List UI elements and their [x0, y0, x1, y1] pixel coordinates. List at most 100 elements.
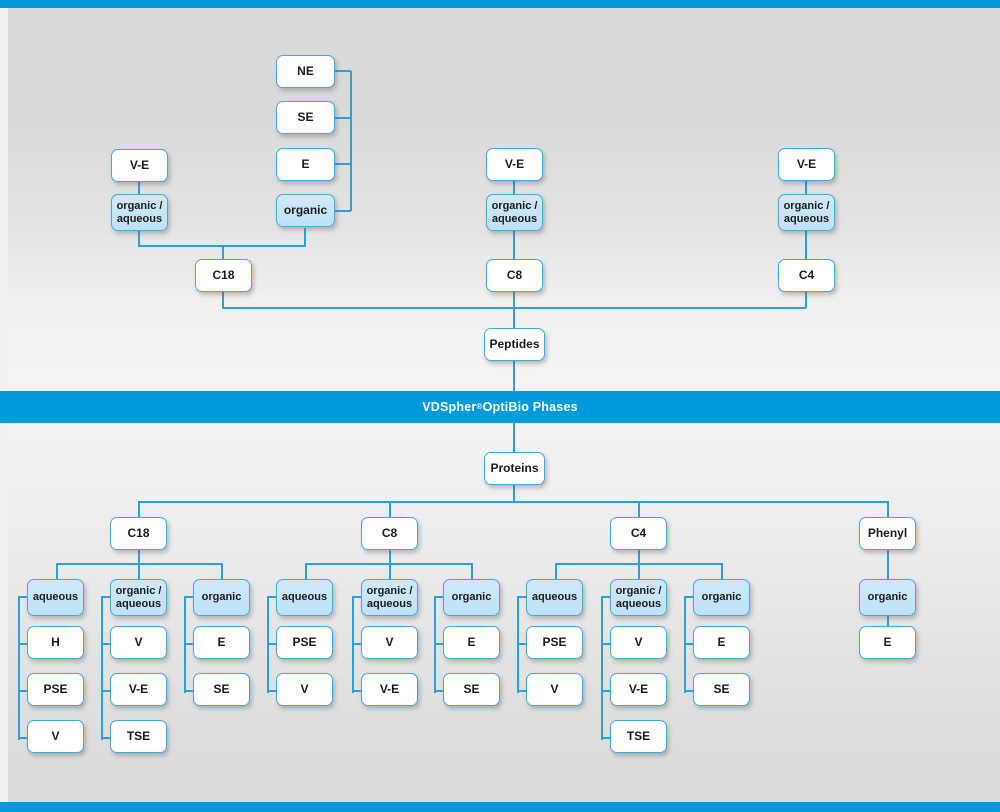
connector-e [335, 163, 351, 165]
node-proteins-phase-phenyl[interactable]: Phenyl [859, 517, 916, 550]
c4-aq-stub-0 [517, 596, 527, 598]
node-peptides-c18-organic-aqueous[interactable]: organic / aqueous [111, 194, 168, 231]
c8-oa-stub-0 [352, 596, 362, 598]
node-c4-aq-v[interactable]: V [526, 673, 583, 706]
banner-text-after: OptiBio Phases [482, 400, 578, 414]
c18-oa-stub-0 [101, 596, 111, 598]
c4-oa-stub-3 [601, 737, 611, 739]
c18-oa-stub-2 [101, 690, 111, 692]
c18-o-stub-1 [184, 643, 194, 645]
node-c4-aq-pse[interactable]: PSE [526, 626, 583, 659]
proteins-stem [513, 485, 515, 502]
node-c18-organic[interactable]: organic [193, 579, 250, 616]
node-c4-oa-v[interactable]: V [610, 626, 667, 659]
peptides-stem [513, 307, 515, 329]
c4-oa-stub-1 [601, 643, 611, 645]
drop-prot-c18 [138, 501, 140, 517]
c4-aqueous-rail [517, 597, 519, 693]
node-phenyl-o-e[interactable]: E [859, 626, 916, 659]
node-c18-aq-v[interactable]: V [27, 720, 84, 753]
node-c18-oa-ve[interactable]: V-E [110, 673, 167, 706]
c18-aq-stub-3 [18, 737, 28, 739]
connector-ve-orgaq-right [805, 180, 807, 195]
node-proteins-phase-c8[interactable]: C8 [361, 517, 418, 550]
banner-text-before: VDSpher [422, 400, 477, 414]
drop-c18 [222, 292, 224, 308]
node-c18-o-se[interactable]: SE [193, 673, 250, 706]
node-proteins-phase-c18[interactable]: C18 [110, 517, 167, 550]
peptides-to-banner [513, 361, 515, 392]
c18-peptide-stem [222, 245, 224, 260]
c8-aq-stub-1 [267, 643, 277, 645]
node-c4-organic-aqueous[interactable]: organic / aqueous [610, 579, 667, 616]
node-proteins-root[interactable]: Proteins [484, 452, 545, 485]
node-c4-organic[interactable]: organic [693, 579, 750, 616]
c18-aq-stub-0 [18, 596, 28, 598]
node-peptides-c18-organic[interactable]: organic [276, 194, 335, 227]
node-c8-aq-pse[interactable]: PSE [276, 626, 333, 659]
node-peptides-c4-ve[interactable]: V-E [778, 148, 835, 181]
node-peptides-e[interactable]: E [276, 148, 335, 181]
c8-aq-stub-0 [267, 596, 277, 598]
node-c8-organic-aqueous[interactable]: organic / aqueous [361, 579, 418, 616]
node-peptides-phase-c4[interactable]: C4 [778, 259, 835, 292]
c4-aq-stub-2 [517, 690, 527, 692]
node-proteins-phase-c4[interactable]: C4 [610, 517, 667, 550]
node-c4-aqueous[interactable]: aqueous [526, 579, 583, 616]
node-peptides-phase-c8[interactable]: C8 [486, 259, 543, 292]
c18-group-stem [138, 550, 140, 564]
node-peptides-root[interactable]: Peptides [484, 328, 545, 361]
banner-to-proteins [513, 422, 515, 453]
c8-o-stub-2 [434, 690, 444, 692]
connector-ve-orgaq-mid [513, 180, 515, 195]
node-c4-o-e[interactable]: E [693, 626, 750, 659]
bottom-accent-bar [0, 802, 1000, 812]
node-c18-oa-v[interactable]: V [110, 626, 167, 659]
drop-prot-c4 [638, 501, 640, 517]
c4-oa-stub-2 [601, 690, 611, 692]
node-c8-o-e[interactable]: E [443, 626, 500, 659]
c8-drop-organic [471, 563, 473, 579]
node-c18-aq-h[interactable]: H [27, 626, 84, 659]
node-c18-organic-aqueous[interactable]: organic / aqueous [110, 579, 167, 616]
node-c18-oa-tse[interactable]: TSE [110, 720, 167, 753]
c4-drop-aqueous [555, 563, 557, 579]
node-c8-aqueous[interactable]: aqueous [276, 579, 333, 616]
c18-oa-stub-1 [101, 643, 111, 645]
connector-orgaq-c8 [513, 231, 515, 260]
drop-organic-left [304, 228, 306, 246]
product-banner: VDSpher® OptiBio Phases [0, 391, 1000, 423]
connector-orgaq-c4 [805, 231, 807, 260]
node-peptides-c18-ve[interactable]: V-E [111, 149, 168, 182]
node-peptides-c8-ve[interactable]: V-E [486, 148, 543, 181]
c18-o-stub-0 [184, 596, 194, 598]
peptide-organic-rail [350, 71, 352, 211]
node-c4-oa-ve[interactable]: V-E [610, 673, 667, 706]
node-c18-aqueous[interactable]: aqueous [27, 579, 84, 616]
proteins-bus [138, 501, 888, 503]
node-c4-o-se[interactable]: SE [693, 673, 750, 706]
node-peptides-phase-c18[interactable]: C18 [195, 259, 252, 292]
node-peptides-ne[interactable]: NE [276, 55, 335, 88]
c4-group-stem [638, 550, 640, 564]
c8-orgaq-rail [352, 597, 354, 693]
c18-aq-stub-2 [18, 690, 28, 692]
node-peptides-c8-organic-aqueous[interactable]: organic / aqueous [486, 194, 543, 231]
node-c8-organic[interactable]: organic [443, 579, 500, 616]
c8-o-stub-1 [434, 643, 444, 645]
c4-drop-organic [721, 563, 723, 579]
c8-drop-orgaq [389, 563, 391, 579]
node-c8-oa-ve[interactable]: V-E [361, 673, 418, 706]
node-peptides-c4-organic-aqueous[interactable]: organic / aqueous [778, 194, 835, 231]
drop-orgaq-left [138, 231, 140, 246]
c18-orgaq-rail [101, 597, 103, 740]
node-c18-aq-pse[interactable]: PSE [27, 673, 84, 706]
node-peptides-se[interactable]: SE [276, 101, 335, 134]
node-c8-aq-v[interactable]: V [276, 673, 333, 706]
node-c8-o-se[interactable]: SE [443, 673, 500, 706]
node-c4-oa-tse[interactable]: TSE [610, 720, 667, 753]
node-phenyl-organic[interactable]: organic [859, 579, 916, 616]
node-c18-o-e[interactable]: E [193, 626, 250, 659]
c8-aqueous-rail [267, 597, 269, 693]
node-c8-oa-v[interactable]: V [361, 626, 418, 659]
